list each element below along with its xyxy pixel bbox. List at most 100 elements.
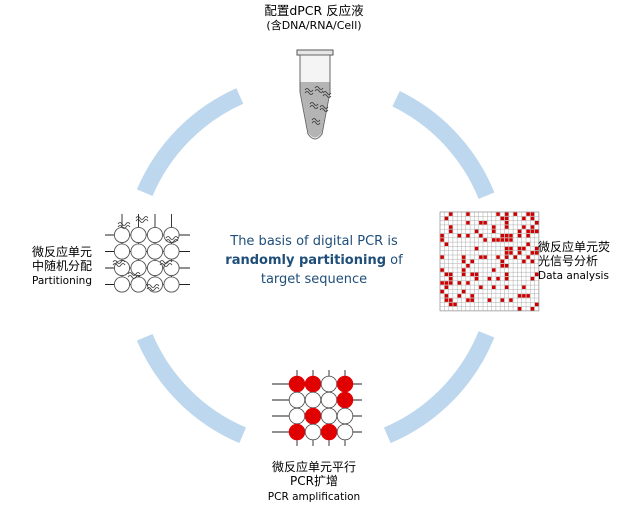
- heatmap-cell: [504, 246, 509, 251]
- heatmap-cell: [530, 225, 535, 229]
- heatmap-cell: [449, 302, 453, 307]
- heatmap-cell: [522, 259, 526, 264]
- heatmap-cell: [535, 272, 539, 277]
- dna-strand: [314, 86, 324, 90]
- heatmap-cell: [504, 285, 509, 289]
- heatmap-cell: [487, 298, 492, 302]
- positive-well: [336, 375, 354, 393]
- heatmap-cell: [509, 238, 513, 242]
- dna-strand: [146, 287, 160, 291]
- heatmap-cell: [449, 281, 453, 285]
- heatmap-cell: [500, 238, 505, 242]
- heatmap-cell: [461, 289, 466, 294]
- heatmap-cell: [444, 281, 449, 285]
- heatmap-cell: [444, 272, 449, 277]
- heatmap-cell: [496, 255, 500, 259]
- analysis-step-label: 微反应单元荧 光信号分析 Data analysis: [538, 240, 629, 282]
- negative-well: [320, 375, 338, 393]
- heatmap-cell: [440, 268, 444, 272]
- heatmap-cell: [479, 233, 483, 238]
- partition-well: [163, 276, 180, 293]
- heatmap-cell: [470, 259, 474, 264]
- analysis-step-english: Data analysis: [538, 269, 609, 282]
- heatmap-cell: [504, 272, 509, 277]
- amplification-step-line1: 微反应单元平行: [271, 460, 356, 474]
- dna-strand: [322, 91, 332, 95]
- heatmap-cell: [500, 264, 505, 268]
- positive-well: [320, 423, 338, 441]
- heatmap-cell: [466, 221, 470, 225]
- positive-well: [304, 375, 322, 393]
- dna-strand: [112, 263, 126, 267]
- positive-well: [288, 375, 306, 393]
- heatmap-cell: [483, 255, 487, 259]
- partition-step-line2: 中随机分配: [31, 258, 92, 273]
- heatmap-cell: [440, 233, 444, 238]
- heatmap-cell: [449, 276, 453, 281]
- cycle-ring: [136, 88, 495, 444]
- heatmap-cell: [492, 285, 496, 289]
- heatmap-cell: [492, 225, 496, 229]
- amplification-grid-icon: [272, 370, 362, 446]
- heatmap-cell: [526, 212, 530, 216]
- dna-strand: [319, 105, 329, 109]
- ring-arc-top-left: [136, 88, 244, 197]
- partition-well: [163, 243, 180, 260]
- heatmap-cell: [504, 221, 509, 225]
- heatmap-cell: [517, 246, 522, 251]
- heatmap-cell: [522, 246, 526, 251]
- dna-strand: [314, 89, 324, 93]
- heatmap-cell: [449, 298, 453, 302]
- heatmap-cell: [449, 272, 453, 277]
- dna-strand: [117, 225, 131, 229]
- partition-step-english: Partitioning: [32, 274, 92, 287]
- dna-strand: [309, 105, 319, 109]
- heatmap-cell: [457, 281, 462, 285]
- heatmap-cell: [509, 298, 513, 302]
- heatmap-cell: [526, 242, 530, 246]
- amplification-step-english: PCR amplification: [267, 490, 361, 503]
- heatmap-cell: [479, 221, 483, 225]
- partition-well: [146, 243, 164, 260]
- heatmap-cell: [440, 289, 444, 294]
- heatmap-cell: [483, 238, 487, 242]
- heatmap-cell: [500, 298, 505, 302]
- dna-strand: [322, 94, 332, 98]
- partition-well: [163, 259, 180, 277]
- dna-strand: [159, 263, 173, 267]
- heatmap-cell: [466, 298, 470, 302]
- partition-well: [130, 243, 147, 260]
- center-caption: The basis of digital PCR is randomly par…: [214, 232, 414, 289]
- heatmap-cell: [474, 276, 479, 281]
- heatmap-cell: [492, 238, 496, 242]
- heatmap-cell: [504, 238, 509, 242]
- heatmap-cell: [522, 216, 526, 221]
- dna-strand: [311, 121, 321, 125]
- ring-arc-bottom-right: [383, 331, 495, 444]
- dna-strand: [159, 260, 173, 264]
- heatmap-cell: [513, 212, 517, 216]
- heatmap-cell: [466, 264, 470, 268]
- heatmap-cell: [479, 255, 483, 259]
- heatmap-cell: [461, 272, 466, 277]
- amplification-step-line2: PCR扩增: [290, 473, 338, 488]
- partition-step-label: 微反应单元 中随机分配 Partitioning: [12, 245, 112, 287]
- heatmap-cell: [504, 233, 509, 238]
- heatmap-cell: [479, 285, 483, 289]
- negative-well: [336, 423, 354, 441]
- heatmap-cell: [440, 255, 444, 259]
- dna-strand: [117, 222, 131, 226]
- negative-well: [288, 391, 306, 409]
- partition-well: [130, 259, 147, 277]
- heatmap-cell: [517, 229, 522, 234]
- heatmap-cell: [457, 294, 462, 298]
- heatmap-cell: [530, 276, 535, 281]
- heatmap-cell: [535, 229, 539, 234]
- dna-strand: [135, 216, 149, 220]
- partition-well: [146, 226, 164, 244]
- heatmap-cell: [509, 233, 513, 238]
- heatmap-cell: [526, 229, 530, 234]
- dna-strand: [309, 102, 319, 106]
- heatmap-cell: [440, 281, 444, 285]
